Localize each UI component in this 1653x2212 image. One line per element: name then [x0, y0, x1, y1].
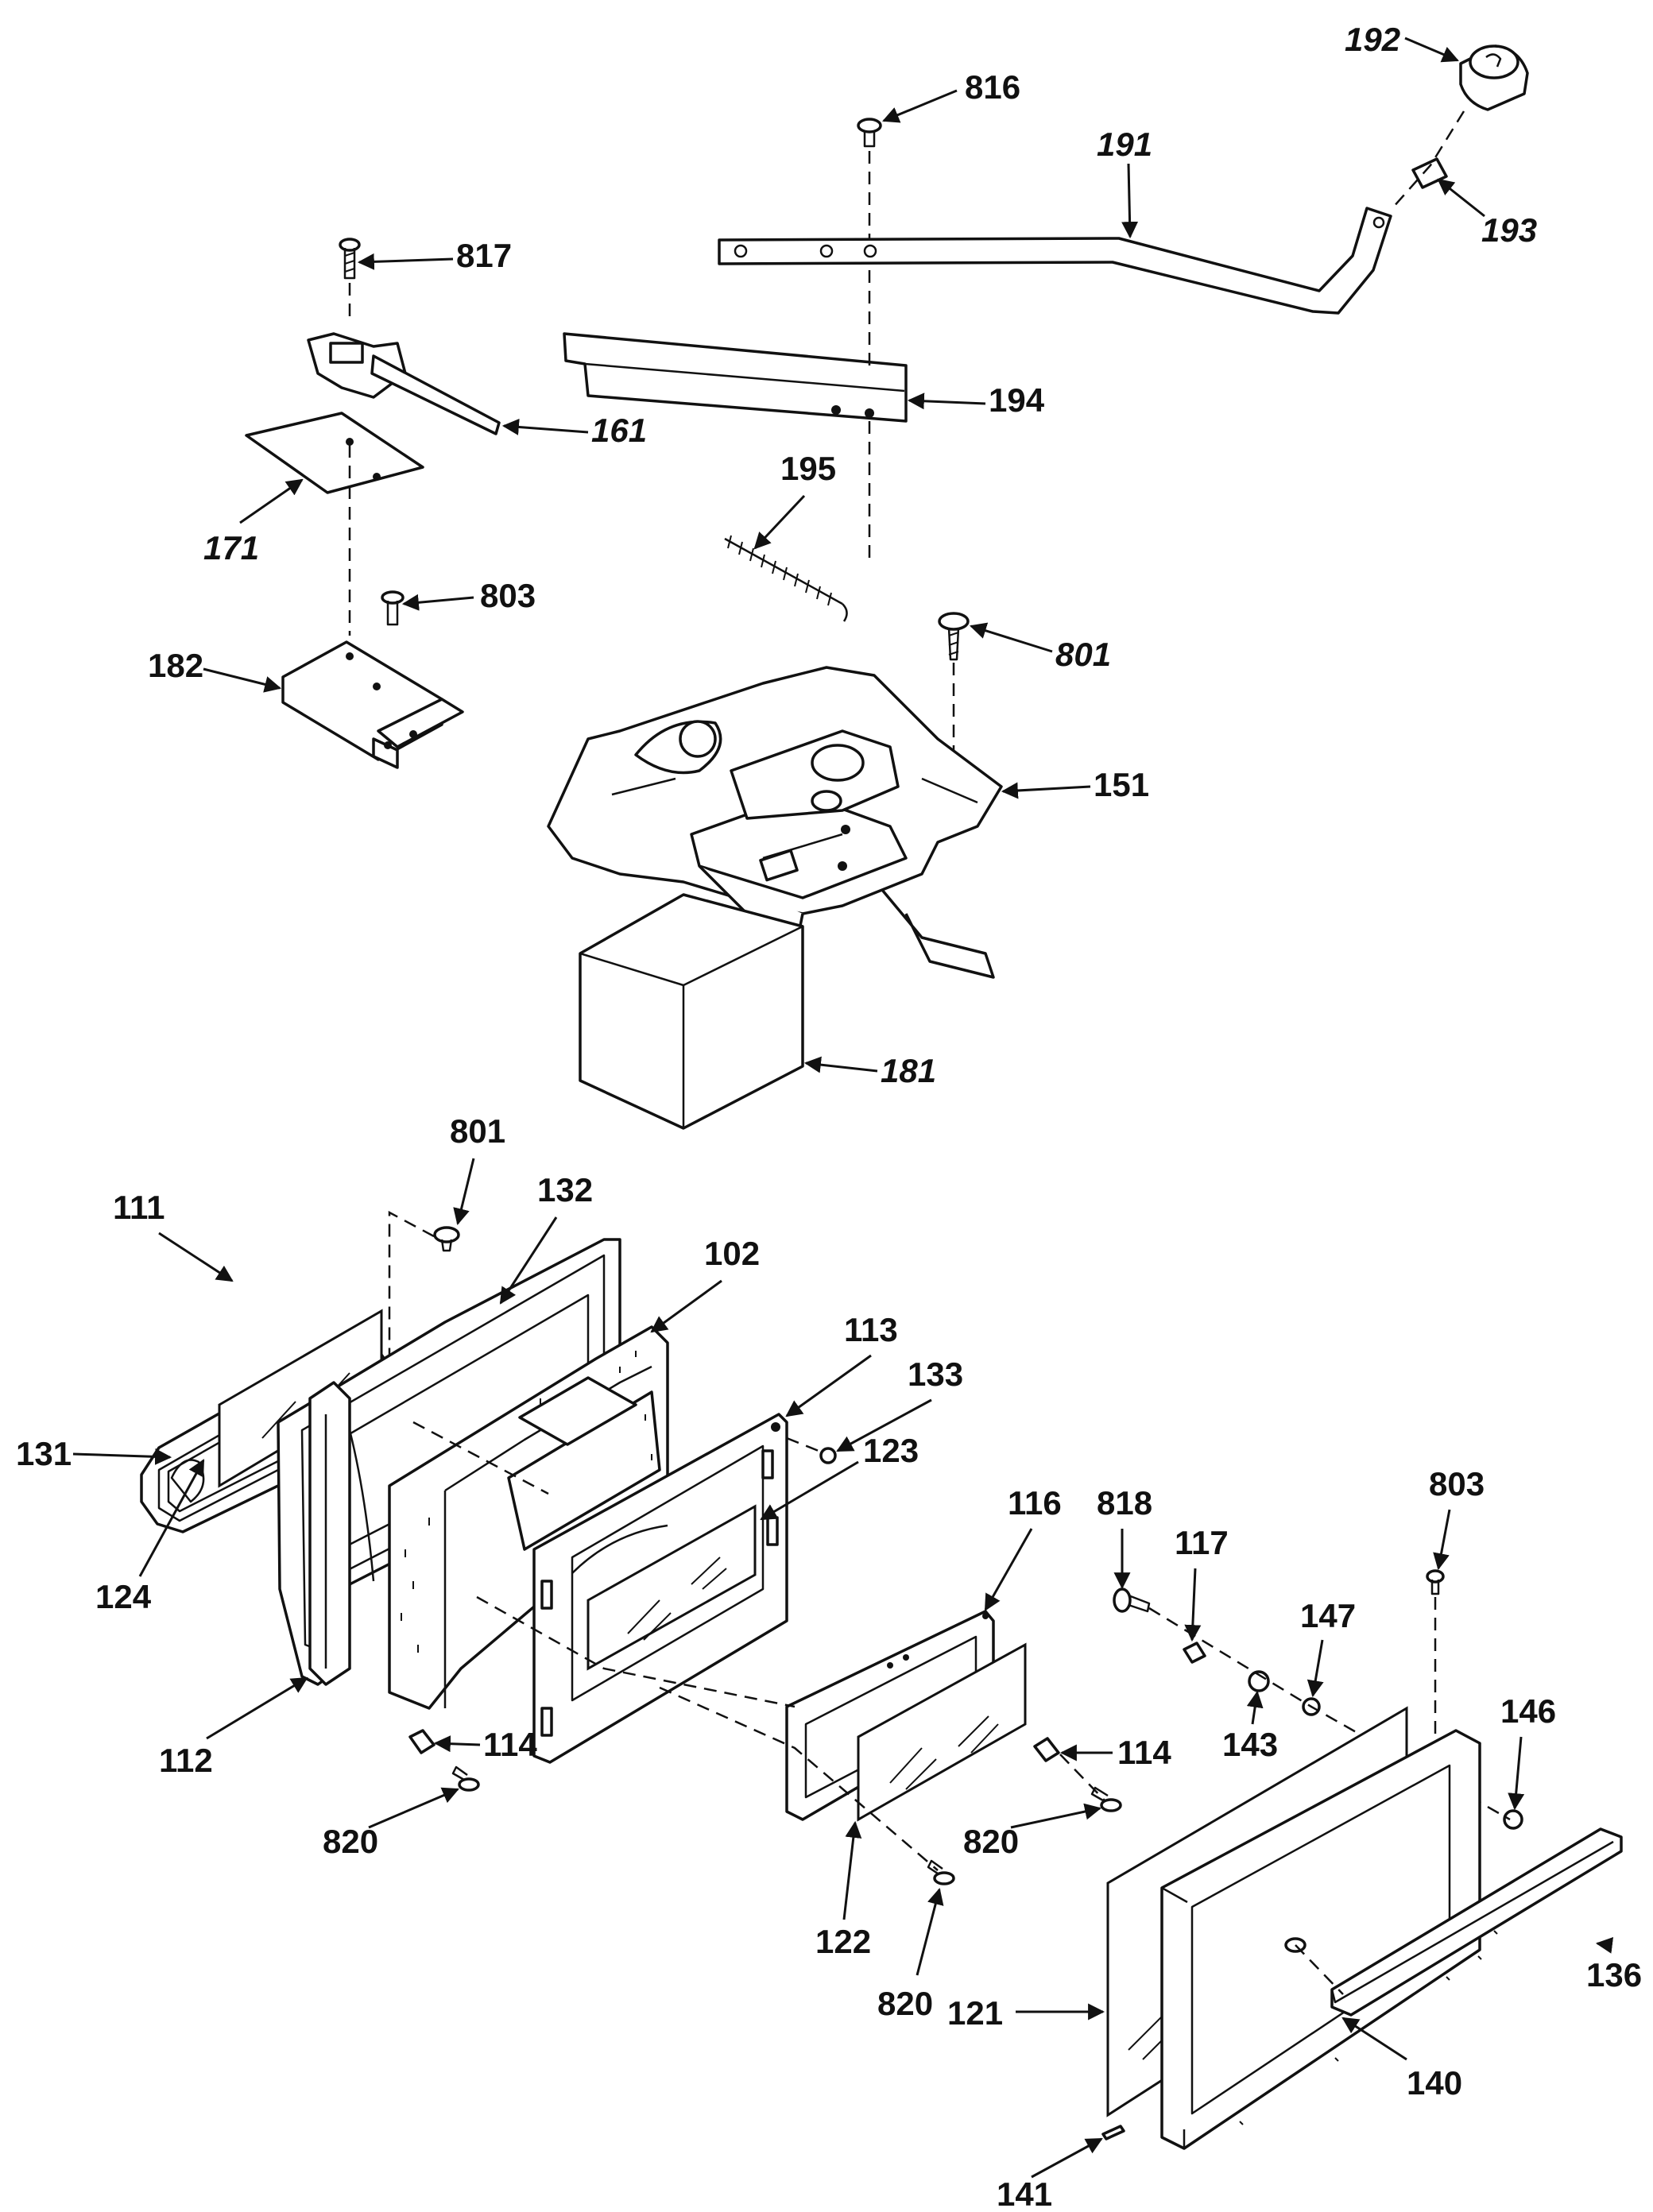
part-191-rod: [718, 207, 1392, 315]
part-161-switch: [307, 332, 501, 435]
part-803-screw-upper: [381, 590, 405, 626]
label-803-lower: 803: [1429, 1465, 1485, 1502]
label-151: 151: [1094, 766, 1149, 803]
label-111: 111: [113, 1189, 165, 1226]
part-195-spring: [724, 535, 848, 622]
label-193: 193: [1481, 211, 1537, 249]
part-102-insulation: [388, 1325, 669, 1710]
part-817-screw: [339, 238, 361, 280]
part-136-handle: [1284, 1827, 1623, 2017]
part-193-clip: [1411, 157, 1448, 189]
part-194-bracket: [563, 332, 908, 423]
label-194: 194: [989, 381, 1045, 419]
label-182: 182: [148, 647, 203, 684]
label-801-lower: 801: [450, 1112, 505, 1150]
part-803-screw-lower: [1426, 1569, 1445, 1595]
part-801-screw-upper: [938, 612, 970, 661]
part-816-screw: [857, 118, 882, 148]
part-140-outer-frame: [1160, 1729, 1498, 2150]
label-121: 121: [947, 1994, 1003, 2032]
part-820-screw-left: [451, 1765, 480, 1792]
label-192: 192: [1345, 21, 1400, 58]
label-195: 195: [780, 450, 836, 487]
label-801-upper: 801: [1055, 636, 1111, 673]
label-171: 171: [203, 529, 259, 567]
label-122: 122: [815, 1923, 871, 1960]
label-181: 181: [881, 1052, 936, 1089]
label-136: 136: [1586, 1956, 1642, 1994]
label-146: 146: [1500, 1692, 1556, 1730]
label-141: 141: [997, 2175, 1052, 2212]
part-133-grommet: [819, 1447, 837, 1464]
label-817: 817: [456, 237, 512, 274]
label-124: 124: [95, 1578, 152, 1615]
label-816: 816: [965, 68, 1020, 106]
part-192-knob: [1459, 44, 1529, 111]
label-803-upper: 803: [480, 577, 536, 614]
label-161: 161: [591, 412, 647, 449]
label-147: 147: [1300, 1597, 1356, 1634]
part-122-glass: [857, 1642, 1027, 1822]
label-820-bottom: 820: [877, 1985, 933, 2022]
leader-lines: [72, 37, 1614, 2179]
part-146-washer: [1503, 1809, 1523, 1830]
label-133: 133: [908, 1355, 963, 1393]
label-132: 132: [537, 1171, 593, 1208]
label-116: 116: [1008, 1484, 1062, 1522]
part-820-screw-bottom: [927, 1859, 955, 1885]
part-182-bracket: [281, 640, 464, 769]
label-112: 112: [159, 1742, 213, 1779]
label-140: 140: [1407, 2064, 1462, 2102]
label-123: 123: [863, 1432, 919, 1469]
label-131: 131: [16, 1435, 72, 1472]
part-112-hinge-side: [308, 1381, 351, 1686]
label-143: 143: [1222, 1726, 1278, 1763]
label-191: 191: [1097, 126, 1152, 163]
part-171-insulator: [245, 412, 424, 494]
label-114-left: 114: [483, 1726, 537, 1763]
label-820-right: 820: [963, 1823, 1019, 1860]
part-151-latch-plate: [547, 666, 1003, 979]
label-114-right: 114: [1117, 1734, 1171, 1771]
part-181-box: [579, 893, 804, 1130]
part-114-clip-right: [1033, 1737, 1060, 1762]
label-102: 102: [704, 1235, 760, 1272]
label-113: 113: [844, 1311, 898, 1348]
label-820-left: 820: [323, 1823, 378, 1860]
part-141-pin: [1101, 2125, 1125, 2140]
part-123-glass: [571, 1504, 757, 1671]
part-117-clip: [1183, 1642, 1206, 1664]
label-117: 117: [1175, 1524, 1229, 1561]
label-818: 818: [1097, 1484, 1152, 1522]
part-818-screw: [1113, 1587, 1151, 1613]
part-number-labels: 192 816 191 193 817 194 161 195 171 803 …: [16, 21, 1642, 2212]
part-801-screw-lower: [433, 1226, 460, 1252]
part-114-clip-left: [408, 1729, 436, 1754]
